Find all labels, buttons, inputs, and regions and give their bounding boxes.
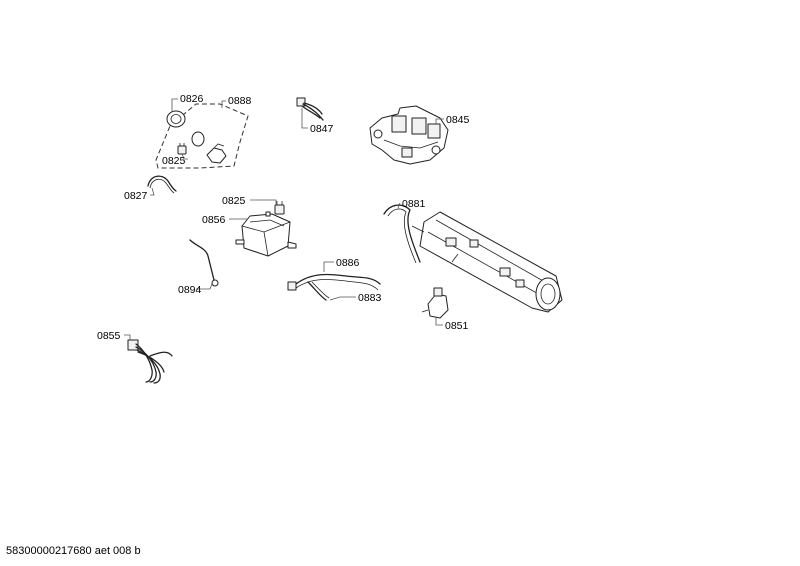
tube-assembly[interactable] [411, 211, 563, 313]
callout-0886: 0886 [336, 257, 360, 269]
wire-harness-0847[interactable] [296, 97, 324, 121]
callout-0855: 0855 [97, 330, 121, 342]
hose-set-0886[interactable] [287, 273, 381, 291]
kit-outline-0888 [155, 103, 249, 169]
callout-0888: 0888 [228, 95, 252, 107]
callout-0825-kit: 0825 [162, 155, 186, 167]
callout-0851: 0851 [445, 320, 469, 332]
callout-0827: 0827 [124, 190, 148, 202]
connector-0825a [177, 145, 187, 155]
connector-0825b[interactable] [274, 201, 285, 215]
part-group-0888[interactable] [155, 103, 249, 169]
callout-0856: 0856 [202, 214, 226, 226]
cap-part [191, 131, 205, 147]
callout-0894: 0894 [178, 284, 202, 296]
leader-lines [124, 98, 444, 340]
callout-0825-module: 0825 [222, 195, 246, 207]
wire-harness-0855[interactable] [127, 339, 173, 384]
clamp-part [206, 147, 227, 164]
callout-0826: 0826 [180, 93, 204, 105]
callout-0847: 0847 [310, 123, 334, 135]
document-id: 58300000217680 aet 008 b [6, 545, 141, 557]
callout-0881: 0881 [402, 198, 426, 210]
callout-0883: 0883 [358, 292, 382, 304]
sensor-wire-0894[interactable] [189, 239, 219, 287]
module-0856[interactable] [235, 211, 297, 257]
callout-0845: 0845 [446, 114, 470, 126]
valve-0851[interactable] [421, 287, 449, 319]
hose-0827[interactable] [147, 175, 177, 192]
hose-0883[interactable] [307, 281, 330, 301]
hose-0881[interactable] [383, 204, 421, 264]
seal-ring-0826 [166, 110, 186, 128]
valve-block-0845[interactable] [369, 105, 449, 165]
